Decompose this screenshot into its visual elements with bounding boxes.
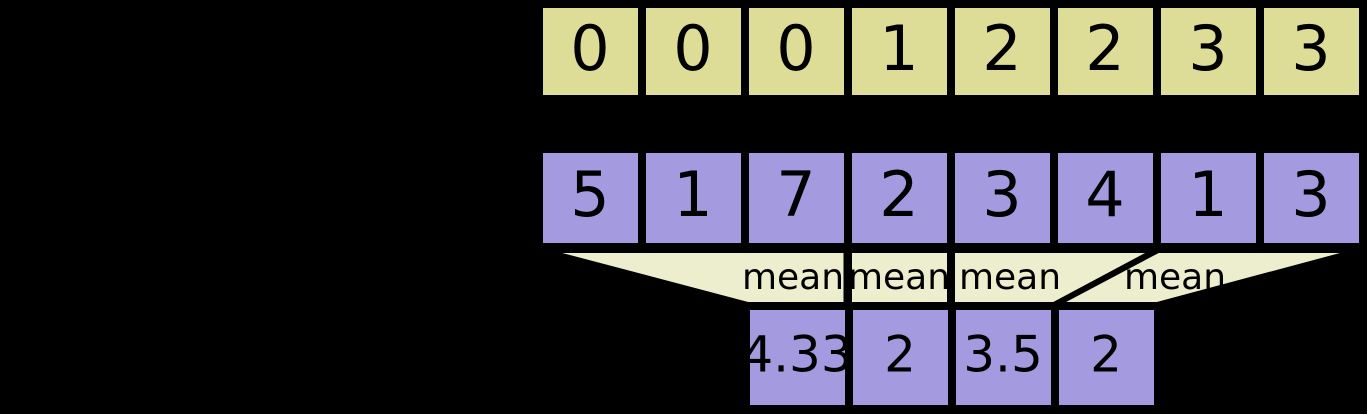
value-cell-label: 4 — [1085, 158, 1124, 231]
mean-funnel-label: mean — [848, 257, 950, 298]
index-cell — [950, 3, 1055, 100]
output-cell-label: 4.33 — [741, 326, 852, 384]
value-cell-label: 1 — [673, 158, 712, 231]
mean-funnel-1 — [847, 248, 952, 307]
index-cell — [1259, 3, 1364, 100]
output-cell-label: 3.5 — [963, 326, 1043, 384]
value-cell-label: 7 — [776, 158, 815, 231]
output-cell-label: 2 — [884, 326, 916, 384]
value-cell — [1156, 148, 1261, 248]
index-cell-label: 3 — [1188, 12, 1227, 85]
value-cell — [1259, 148, 1364, 248]
value-cell-label: 3 — [1291, 158, 1330, 231]
value-cell — [641, 148, 746, 248]
index-cell — [744, 3, 849, 100]
index-cell-label: 1 — [879, 12, 918, 85]
value-cell — [950, 148, 1055, 248]
pooling-funnels: mean mean mean mean — [542, 248, 1360, 307]
mean-funnel-3 — [1054, 248, 1360, 307]
index-cell-label: 2 — [1085, 12, 1124, 85]
index-row: 0 0 0 1 2 2 3 3 — [538, 3, 1364, 100]
value-cell — [744, 148, 849, 248]
index-cell — [1053, 3, 1158, 100]
output-cell — [951, 305, 1056, 410]
index-cell-label: 3 — [1291, 12, 1330, 85]
mean-funnel-label: mean — [959, 257, 1061, 298]
value-cell-label: 3 — [982, 158, 1021, 231]
mean-funnel-label: mean — [1124, 257, 1226, 298]
index-cell — [847, 3, 952, 100]
index-cell-label: 0 — [673, 12, 712, 85]
index-cell — [1156, 3, 1261, 100]
output-cell — [848, 305, 953, 410]
index-cell-label: 0 — [570, 12, 609, 85]
index-cell — [641, 3, 746, 100]
value-cell-label: 5 — [570, 158, 609, 231]
value-cell — [847, 148, 952, 248]
value-cell-label: 2 — [879, 158, 918, 231]
index-cell — [538, 3, 643, 100]
output-cell-label: 2 — [1090, 326, 1122, 384]
index-cell-label: 0 — [776, 12, 815, 85]
mean-funnel-label: mean — [742, 257, 844, 298]
pooled-output-row: 4.33 2 3.5 2 — [741, 305, 1159, 410]
output-cell — [1054, 305, 1159, 410]
value-cell — [538, 148, 643, 248]
mean-funnel-2 — [950, 248, 1157, 307]
output-cell — [745, 305, 850, 410]
value-cell-label: 1 — [1188, 158, 1227, 231]
index-cell-label: 2 — [982, 12, 1021, 85]
value-cell — [1053, 148, 1158, 248]
values-row: 5 1 7 2 3 4 1 3 — [538, 148, 1364, 248]
mean-funnel-0 — [542, 248, 849, 307]
